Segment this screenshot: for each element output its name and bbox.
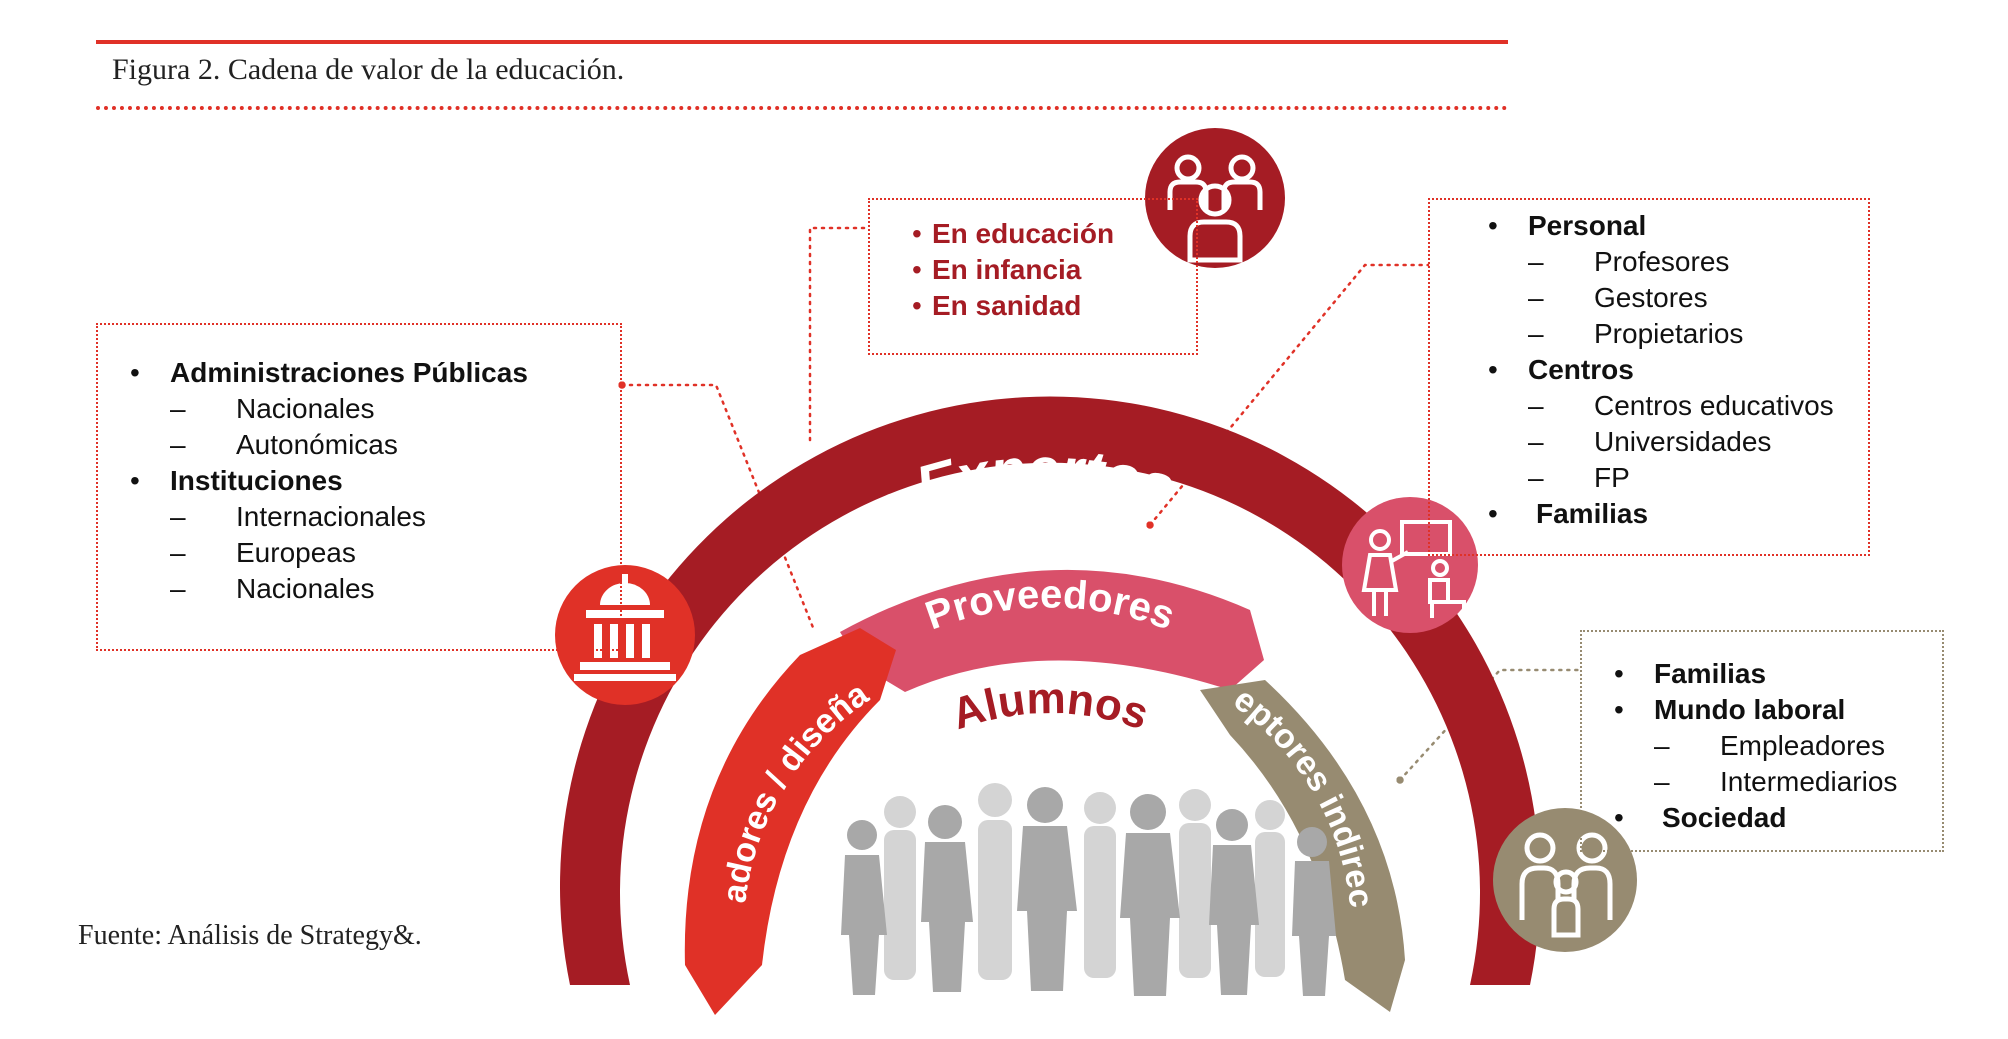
label-alumnos: Alumnos: [946, 674, 1154, 739]
proveedores-arrow: [840, 569, 1264, 692]
caption-dotted-rule: [96, 106, 1508, 110]
receptores-arrow: [1200, 680, 1405, 1012]
list-item: –Nacionales: [170, 393, 375, 424]
list-item: –Propietarios: [1528, 318, 1744, 349]
list-item: –Gestores: [1528, 282, 1708, 313]
figure-caption: Figura 2. Cadena de valor de la educació…: [112, 53, 625, 86]
list-item: –Centros educativos: [1528, 390, 1834, 421]
list-item: –Profesores: [1528, 246, 1730, 277]
list-item: •Administraciones Públicas: [130, 357, 528, 388]
list-item: •Sociedad: [1614, 802, 1787, 833]
connector-receptores: [1396, 668, 1582, 784]
list-item: –FP: [1528, 462, 1630, 493]
group-of-people-icon: [1145, 128, 1285, 268]
list-item: •Mundo laboral: [1614, 694, 1846, 725]
government-building-icon: [555, 565, 695, 705]
list-item: •En infancia: [912, 254, 1082, 285]
box-expertos: •En educación •En infancia •En sanidad: [868, 198, 1198, 355]
family-icon: [1493, 808, 1637, 952]
teacher-classroom-icon: [1342, 497, 1478, 633]
list-item: •Familias: [1488, 498, 1649, 529]
list-item: –Europeas: [170, 537, 356, 568]
list-item: –Intermediarios: [1654, 766, 1898, 797]
list-item: •En sanidad: [912, 290, 1082, 321]
list-item: –Nacionales: [170, 573, 375, 604]
list-item: –Autonómicas: [170, 429, 398, 460]
list-item: –Universidades: [1528, 426, 1772, 457]
connector-reguladores: [618, 381, 816, 632]
list-item: •Familias: [1614, 658, 1767, 689]
list-item: •Centros: [1488, 354, 1634, 385]
figure-source: Fuente: Análisis de Strategy&.: [78, 920, 422, 951]
reguladores-arrow: [684, 628, 896, 1015]
list-item: –Empleadores: [1654, 730, 1885, 761]
box-proveedores: •Personal –Profesores –Gestores –Propiet…: [1428, 198, 1870, 556]
crowd-silhouette-icon: [841, 783, 1336, 996]
list-item: –Internacionales: [170, 501, 426, 532]
list-item: •Instituciones: [130, 465, 343, 496]
list-item: •En educación: [912, 218, 1115, 249]
box-receptores: •Familias •Mundo laboral –Empleadores –I…: [1580, 630, 1944, 852]
box-reguladores: •Administraciones Públicas –Nacionales –…: [96, 323, 622, 651]
top-rule: [96, 40, 1508, 44]
list-item: •Personal: [1488, 210, 1647, 241]
connector-expertos: [808, 226, 870, 442]
